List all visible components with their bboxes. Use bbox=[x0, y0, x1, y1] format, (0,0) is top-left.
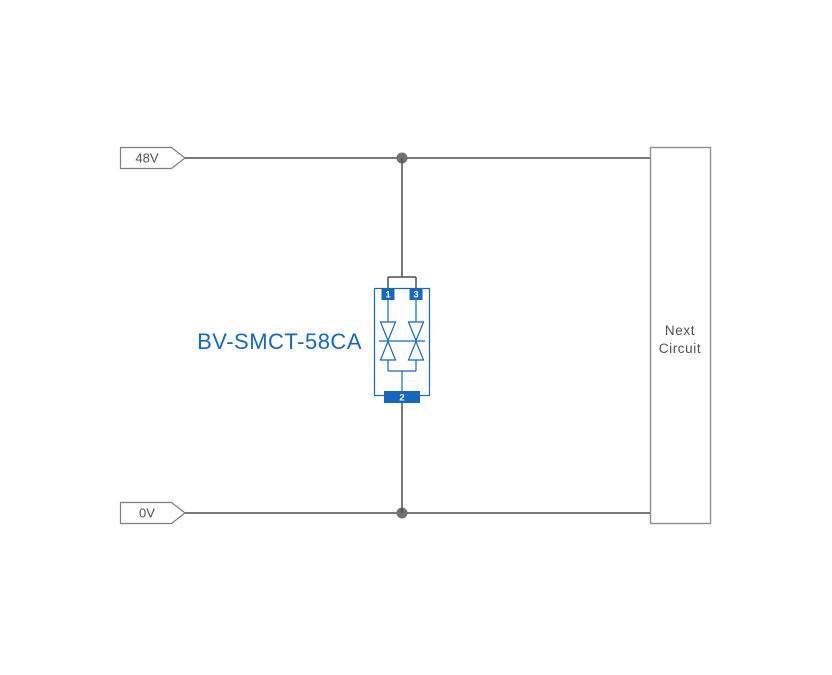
next-circuit-block: Next Circuit bbox=[649, 146, 712, 525]
tvs-diode-component: 1 3 2 bbox=[373, 287, 431, 404]
component-part-number: BV-SMCT-58CA bbox=[197, 329, 362, 354]
pin-3-pad bbox=[409, 288, 423, 300]
net-tag-48v: 48V bbox=[119, 146, 186, 170]
pin-2-label: 2 bbox=[399, 393, 404, 404]
pin-1-pad bbox=[381, 288, 395, 300]
net-tag-0v-shape bbox=[119, 501, 186, 525]
pin-3-label: 3 bbox=[413, 290, 418, 301]
next-circuit-label-line1: Next bbox=[665, 323, 695, 338]
pin-1-label: 1 bbox=[385, 290, 391, 301]
next-circuit-label-line2: Circuit bbox=[659, 341, 701, 356]
diode-right-upper-triangle bbox=[407, 321, 425, 343]
pin-2-pad bbox=[384, 391, 420, 403]
net-tag-48v-shape bbox=[119, 146, 186, 170]
diode-left-upper-triangle bbox=[379, 321, 397, 343]
net-tag-48v-label: 48V bbox=[135, 151, 158, 166]
next-circuit-box bbox=[649, 146, 712, 525]
net-tag-0v-label: 0V bbox=[139, 506, 155, 521]
net-tag-0v: 0V bbox=[119, 501, 186, 525]
